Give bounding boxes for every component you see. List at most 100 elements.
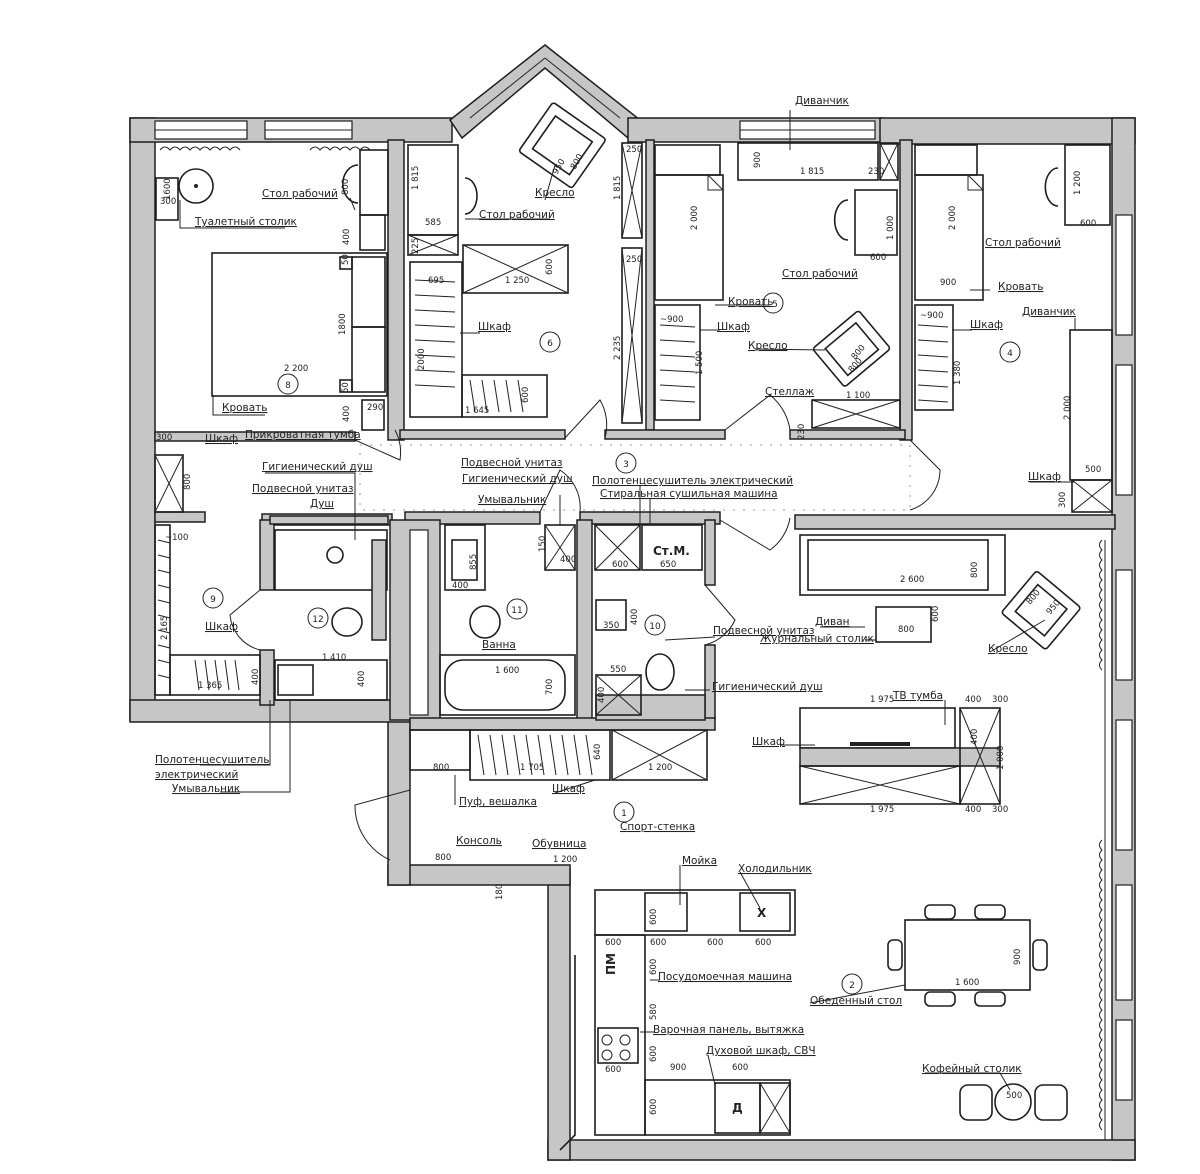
dimension-label: 600: [707, 938, 723, 948]
dimension-label: 900: [753, 152, 763, 168]
dimension-label: 150: [538, 536, 548, 552]
label-wall-toilet: Подвесной унитаз: [461, 457, 563, 469]
dimension-label: ~900: [660, 315, 683, 325]
room-8-number: 8: [285, 381, 291, 391]
dimension-label: 350: [603, 621, 619, 631]
dimension-label: 1 410: [322, 653, 346, 663]
label-shelf: Стеллаж: [765, 386, 815, 398]
label-wall-toilet: Подвесной унитаз: [713, 625, 815, 637]
dimension-label: 1 200: [553, 855, 577, 865]
dimension-label: 2 000: [690, 206, 700, 230]
label-armchair: Кресло: [535, 187, 575, 199]
washer-mark: Ст.М.: [653, 544, 690, 558]
label-desk: Стол рабочий: [782, 268, 858, 280]
dimension-label: 1 000: [886, 216, 896, 240]
dimension-label: 2 600: [900, 575, 924, 585]
label-wardrobe: Шкаф: [205, 621, 238, 633]
dimension-label: 400: [342, 406, 352, 422]
room-5-number: 5: [772, 300, 778, 310]
dimension-label: 550: [610, 665, 626, 675]
dimension-label: 600: [605, 938, 621, 948]
dimension-label: 1 975: [870, 805, 894, 815]
dimension-label: 400: [560, 555, 576, 565]
dimension-label: 1 815: [613, 176, 623, 200]
dimension-label: 400: [630, 609, 640, 625]
label-desk: Стол рабочий: [479, 209, 555, 221]
label-dining-table: Обеденный стол: [810, 995, 902, 1007]
dimension-label: 900: [1013, 949, 1023, 965]
dimension-label: 1 380: [953, 361, 963, 385]
dimension-label: 640: [593, 744, 603, 760]
furniture: [154, 102, 1113, 1151]
label-wardrobe: Шкаф: [1028, 471, 1061, 483]
dimension-label: 250: [626, 255, 642, 265]
leader-lines: [179, 110, 1076, 1091]
room-numbers: 8 6 5 4 3 9 12 11 10 1 2: [202, 292, 1021, 995]
dimension-label: 600: [649, 1099, 659, 1115]
label-towel-dryer: Полотенцесушитель: [155, 754, 269, 766]
dimension-label: 1 250: [505, 276, 529, 286]
label-sofa: Диван: [815, 616, 850, 628]
label-shoe-rack: Обувница: [532, 838, 586, 850]
label-washer-dryer: Стиральная сушильная машина: [600, 488, 778, 500]
room-2-number: 2: [849, 981, 855, 991]
room-3-number: 3: [623, 460, 629, 470]
label-coffee-table: Кофейный столик: [922, 1063, 1022, 1075]
dimension-label: 800: [435, 853, 451, 863]
dimension-label: 600: [649, 959, 659, 975]
dimension-label: 600: [870, 253, 886, 263]
label-sink: Умывальник: [478, 494, 546, 506]
dimension-label: 600: [649, 909, 659, 925]
dimension-label: 1800: [338, 313, 348, 335]
room-12-number: 12: [312, 615, 323, 625]
dimension-label: 400: [342, 229, 352, 245]
dimension-label: 50: [341, 254, 351, 265]
dimension-label: 600: [732, 1063, 748, 1073]
label-desk: Стол рабочий: [985, 237, 1061, 249]
dimension-label: 1 200: [648, 763, 672, 773]
label-towel-dryer: Полотенцесушитель электрический: [592, 475, 793, 487]
dimension-label: 230: [797, 424, 807, 440]
label-wardrobe: Шкаф: [970, 319, 1003, 331]
dimension-label: 1 645: [465, 406, 489, 416]
dimension-label: 300: [992, 695, 1008, 705]
dimension-label: 400: [251, 669, 261, 685]
dimension-label: 700: [545, 679, 555, 695]
label-wardrobe: Шкаф: [205, 433, 238, 445]
dimension-label: 250: [626, 145, 642, 155]
dimension-label: 300: [156, 433, 172, 443]
label-sink: Умывальник: [172, 783, 240, 795]
dimension-label: 600: [649, 1046, 659, 1062]
dimension-label: 1 365: [198, 681, 222, 691]
dimension-label: 600: [612, 560, 628, 570]
dimension-label: 400: [597, 687, 607, 703]
label-desk: Стол рабочий: [262, 188, 338, 200]
dimension-label: 230: [868, 167, 884, 177]
oven-mark: Д: [732, 1101, 743, 1115]
dimension-label: 2 200: [284, 364, 308, 374]
label-wardrobe: Шкаф: [717, 321, 750, 333]
dimension-label: 300: [992, 805, 1008, 815]
dimension-label: 1 600: [495, 666, 519, 676]
label-hygienic-shower: Гигиенический душ: [262, 461, 373, 473]
dimension-label: 1 705: [520, 763, 544, 773]
dimension-label: 1600: [163, 178, 173, 200]
dimension-label: 800: [183, 474, 193, 490]
label-bed: Кровать: [998, 281, 1043, 293]
label-small-sofa: Диванчик: [795, 95, 849, 107]
label-wardrobe: Шкаф: [478, 321, 511, 333]
dimension-label: 1 600: [955, 978, 979, 988]
dimension-label: 1 500: [695, 351, 705, 375]
label-kitchen-sink: Мойка: [682, 855, 717, 867]
dimension-label: 600: [521, 387, 531, 403]
dimension-label: 585: [425, 218, 441, 228]
dimension-label: 800: [970, 562, 980, 578]
label-armchair: Кресло: [748, 340, 788, 352]
dimension-label: ~100: [165, 533, 188, 543]
dimension-label: 2 000: [948, 206, 958, 230]
dishwasher-mark: ПМ: [604, 953, 618, 975]
room-9-number: 9: [210, 595, 216, 605]
dimension-label: 800: [341, 179, 351, 195]
label-shower: Душ: [310, 498, 334, 510]
